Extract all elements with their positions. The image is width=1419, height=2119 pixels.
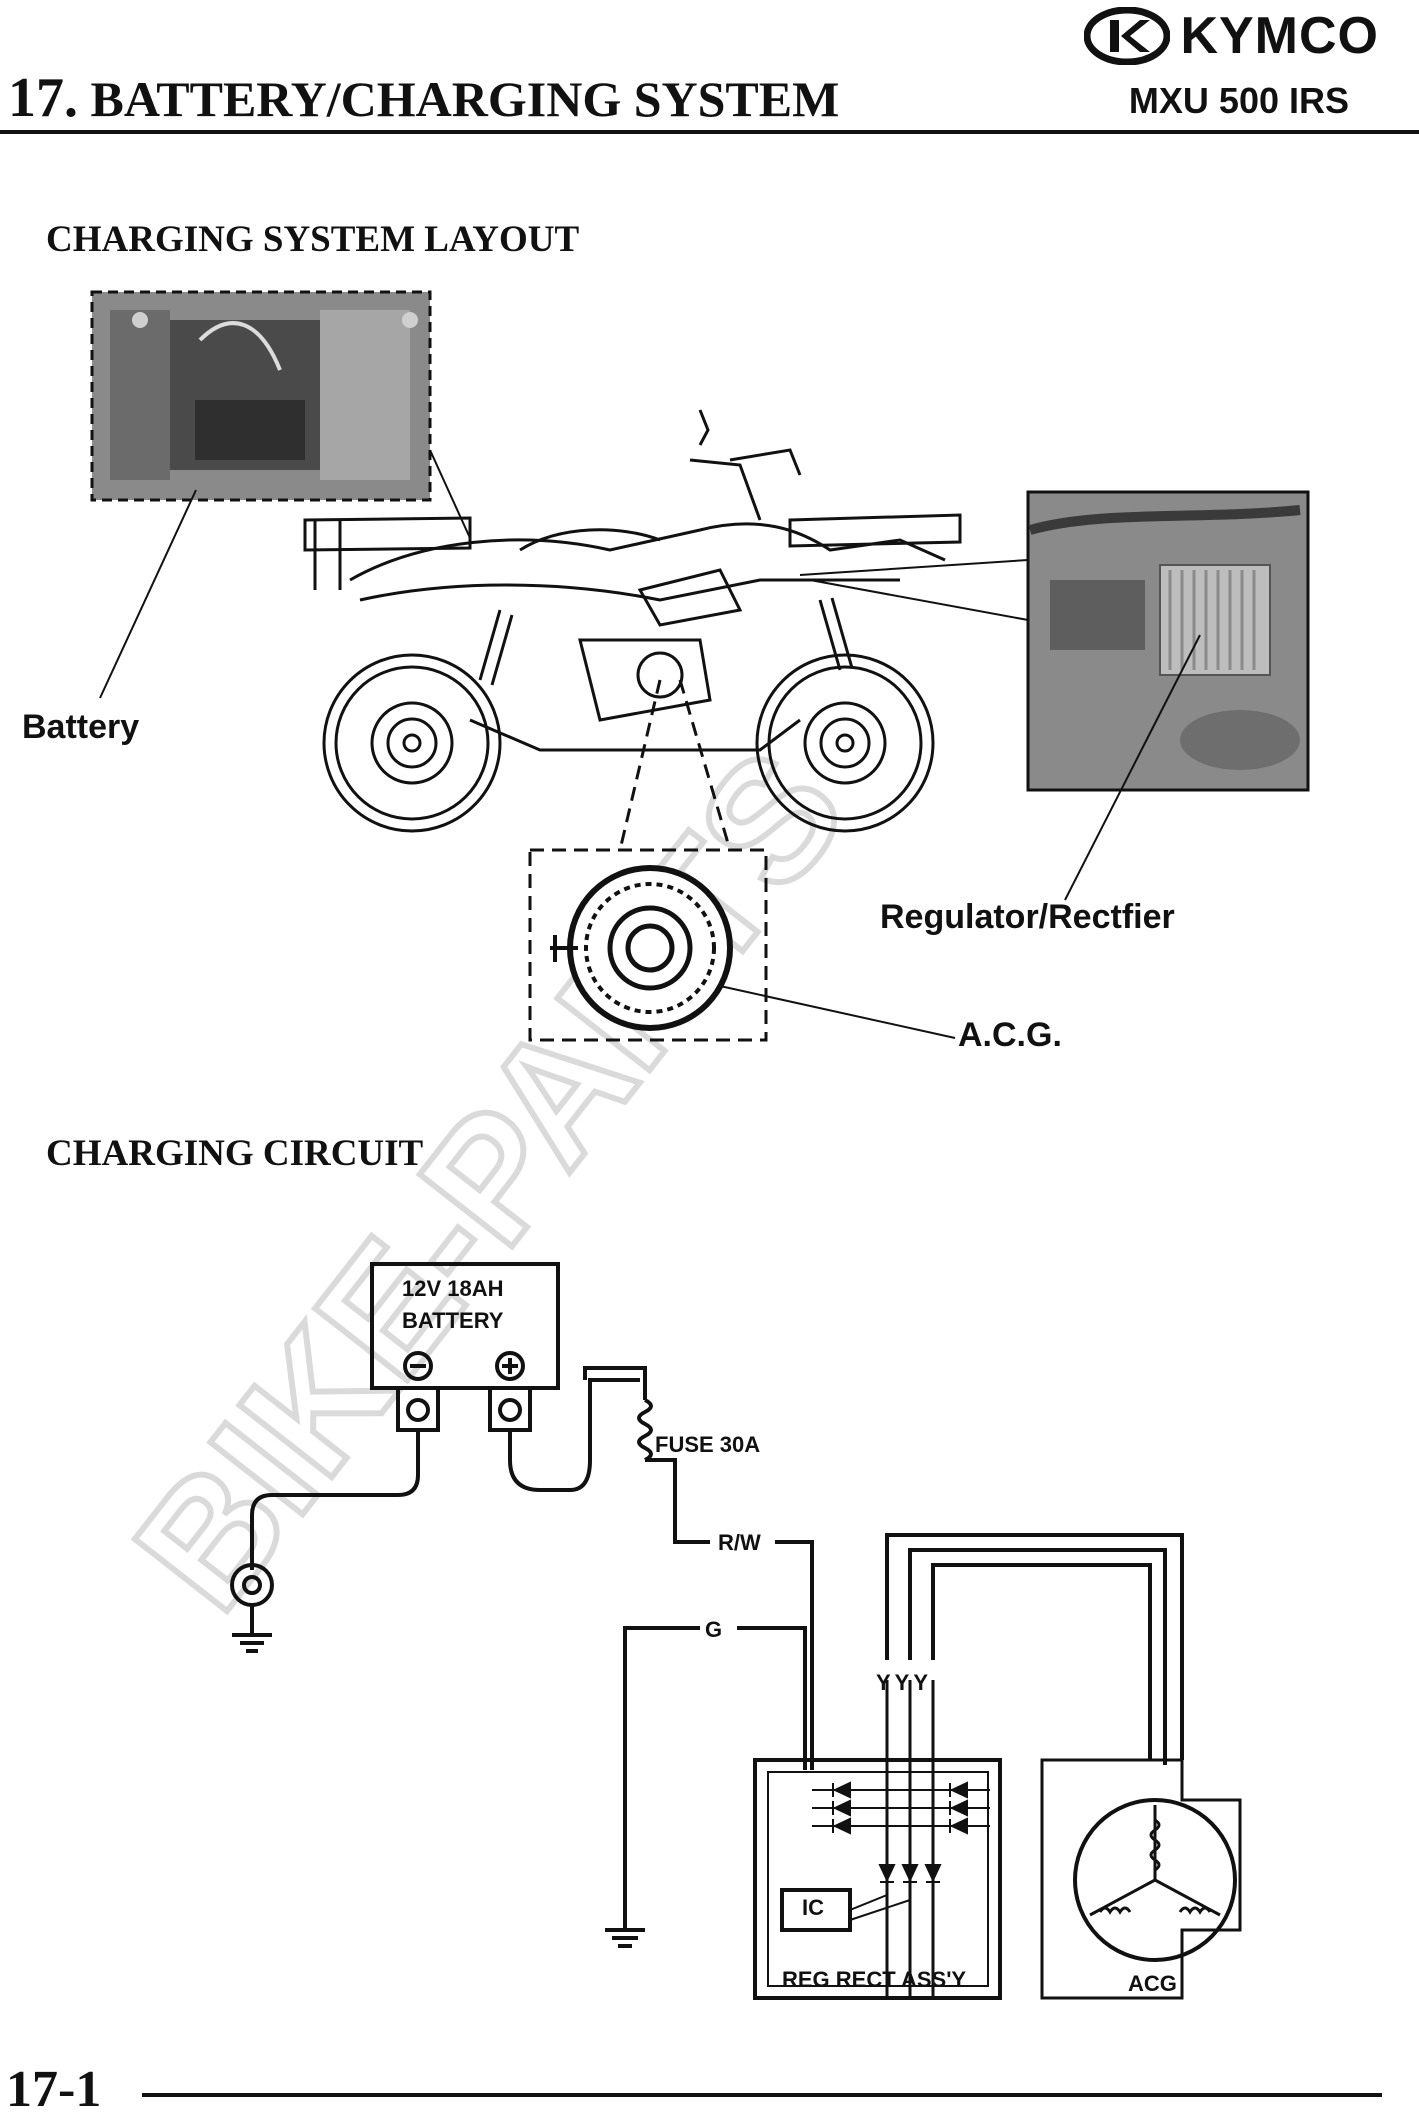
fuse-label: FUSE 30A (655, 1432, 761, 1457)
brand-name: KYMCO (1180, 7, 1379, 65)
regulator-label: Regulator/Rectfier (880, 898, 1175, 936)
wire-rw-label: R/W (718, 1530, 761, 1555)
charging-circuit-diagram (230, 1262, 1242, 2000)
wire-g-label: G (705, 1617, 723, 1642)
atv-drawing (303, 409, 962, 833)
acg-inset (528, 679, 768, 1042)
model-name: MXU 500 IRS (1128, 80, 1349, 121)
chapter-title: BATTERY/CHARGING SYSTEM (90, 71, 840, 127)
acg-circuit-label: ACG (1128, 1971, 1177, 1996)
page-number: 17-1 (6, 2061, 102, 2118)
battery-rating: 12V 18AH (402, 1276, 504, 1301)
acg-label: A.C.G. (958, 1016, 1062, 1054)
wire-y-label: YYY (876, 1670, 933, 1695)
battery-label-circuit: BATTERY (402, 1308, 504, 1333)
kymco-logo-icon (1084, 7, 1171, 65)
battery-box (370, 1262, 560, 1390)
chapter-heading: 17. BATTERY/CHARGING SYSTEM (8, 66, 839, 130)
reg-rect-box (753, 1758, 1002, 2000)
circuit-section-title: CHARGING CIRCUIT (46, 1133, 424, 1174)
regulator-photo-inset (1026, 490, 1310, 792)
battery-label: Battery (22, 708, 140, 746)
brand-logo: KYMCO (1084, 6, 1379, 66)
ic-label: IC (802, 1895, 824, 1920)
footer-divider (142, 2093, 1382, 2097)
header-divider (0, 130, 1419, 134)
reg-rect-label: REG RECT ASS'Y (782, 1967, 967, 1992)
layout-section-title: CHARGING SYSTEM LAYOUT (46, 219, 580, 260)
chapter-number: 17. (8, 67, 78, 129)
charging-layout-figure (90, 290, 1310, 1042)
battery-photo-inset (90, 290, 432, 502)
leader-lines (99, 449, 1201, 1039)
